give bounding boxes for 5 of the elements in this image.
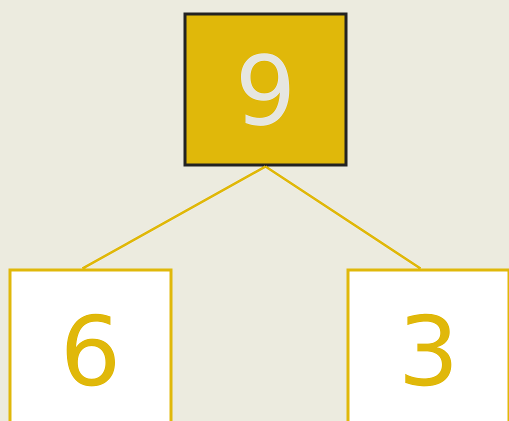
number-box: 6 — [8, 268, 172, 421]
number-box: 9 — [184, 12, 348, 166]
connector-line — [264, 165, 422, 270]
number-box: 3 — [346, 268, 509, 421]
connector-line — [82, 165, 266, 270]
